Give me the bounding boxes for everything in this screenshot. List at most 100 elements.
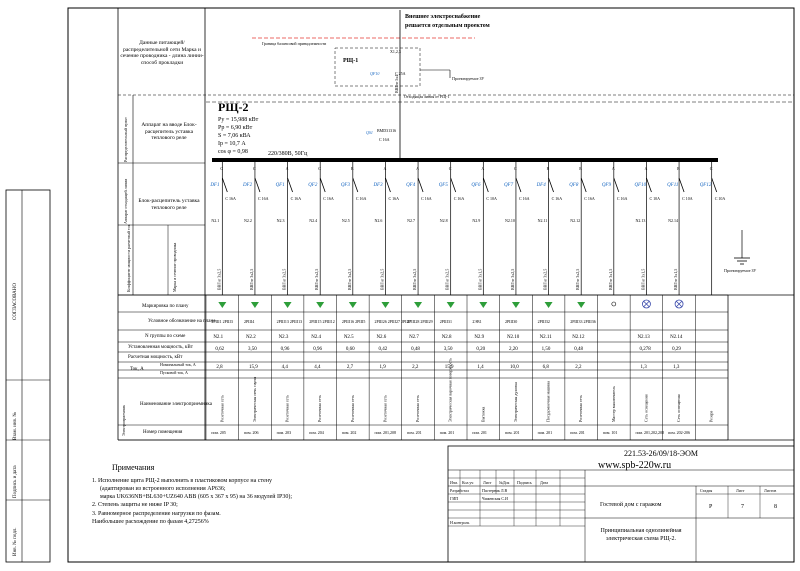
group-no: N2.7 [409,335,419,340]
th-room: Номер помещения [143,430,183,435]
line-number: N2.11 [538,218,548,223]
current-value: 15,9 [445,365,454,370]
room-number: пом. 203 [277,430,292,435]
consumer-name: Розеточная сеть [382,395,387,422]
note-1c: марка UK636NB+BL630+UZ640 ABB (605 x 367… [100,493,292,500]
notes: Примечания 1. Исполнение щита РЩ-2 выпол… [92,463,292,525]
mark-text: 2ЭВ1 [472,319,481,324]
line-number: N2.12 [570,218,580,223]
breaker-rating: С 16А [225,196,236,201]
line-number: N2.3 [277,218,285,223]
breaker-symbol [450,177,457,193]
room-number: пом. 201 [472,430,487,435]
top-cable: ВВГнг 5x4 [394,75,399,93]
power-value: 1,50 [542,347,551,352]
tb-col-izm: Изм. [450,480,458,485]
room-number: пом. 201 [440,430,455,435]
doc-code: 221.53-26/09/18-ЭОМ [624,449,698,458]
breaker-rating: С 16А [388,196,399,201]
consumer-name: Электрическая варочная поверхность [448,358,453,422]
note-1b: (адаптирован из встроенного исполнения A… [100,485,226,492]
group-no: N2.14 [670,335,683,340]
consumer-name: Розеточная сеть [317,395,322,422]
breaker-label: DF2 [242,183,253,188]
breaker-rating: С 16А [323,196,334,201]
breaker-rating: С 16А [421,196,432,201]
mark-text: 2РШ28 2РШ29 [407,319,433,324]
external-supply-1: Внешнее электроснабжение [405,13,481,20]
tb-col-data: Дата [540,480,548,485]
room-number: пом. 202 [342,430,357,435]
socket-marker [446,302,455,308]
cable-label: ВВГнг 3x2,5 [314,269,320,290]
switch-marker [611,301,617,307]
phase-label: B [547,166,550,171]
power-value: 3,50 [444,347,453,352]
breaker-symbol [580,177,587,193]
power-value: 0,29 [672,347,681,352]
th-nominal: Номинальный ток, А [160,362,196,368]
mark-text: 2РШ16 2РШ5 [342,319,366,324]
stamp-soglas: СОГЛАСОВАНО [13,283,18,320]
bus-label: 220/380В, 50Гц [268,151,308,157]
breaker-symbol [646,177,652,193]
breaker-symbol [548,177,554,193]
phase-label: C [253,166,256,171]
group-no: N2.8 [442,335,452,340]
current-value: 4,4 [282,365,289,370]
breaker-label: DF3 [372,183,383,188]
room-number: пом. 101 [603,430,618,435]
boundary-label: Граница балансовой принадлежности [262,41,327,46]
socket-marker [250,302,259,308]
breaker-label: QF12 [700,183,712,188]
note-2: 2. Степень защиты не ниже IP 30; [92,502,178,508]
breaker-label: QF5 [439,183,449,188]
mark-text: 2РШ4 [244,319,254,324]
header-row4-rot2: Марка и сечение проводника [172,242,177,292]
note-4: Наибольшее расхождение по фазам 4,27256% [92,518,209,525]
socket-marker [479,302,488,308]
socket-marker [381,302,390,308]
lamp-cross [643,300,650,308]
tb-sheet: 7 [741,504,744,510]
header-row3: Блок-расцепитель уставка теплового реле [138,198,200,211]
mark-text: 2РШ33 2РШ36 [570,319,596,324]
current-value: 1,3 [640,365,647,370]
cable-label: ВВГнг 3x2,5 [249,269,255,290]
current-value: 1,4 [477,365,484,370]
breaker-symbol [613,177,620,193]
th-power: Установленная мощность, кВт [128,345,194,350]
power-value: 0,278 [639,347,651,352]
breaker-rating: С 10А [715,196,726,201]
qf10-top-rating: С 25А [395,71,406,76]
tb-role-4: Н.контроль [450,520,470,525]
socket-marker [414,302,423,308]
th-start: Пусковой ток, А [160,370,188,376]
tb-name-2: Чижевская С.И [482,496,508,501]
socket-marker [544,302,553,308]
breaker-symbol [385,177,391,193]
breaker-rating: С 16А [617,196,628,201]
line-number: N2.4 [309,218,317,223]
panel-name: РЩ-2 [218,100,249,114]
cable-label: ВВГнг 3x1,5 [477,269,483,290]
group-no: N2.1 [213,335,223,340]
power-value: 0,96 [281,347,290,352]
current-value: 4,4 [314,365,321,370]
power-value: 0,60 [346,347,355,352]
header-row1: Данные питающей/ распределительной сети … [120,40,204,66]
th-current: Ток, А [130,367,144,372]
cable-label: ВВГнг 3x2,5 [445,269,451,290]
line-number: N2.2 [244,218,252,223]
breaker-label: QF10 [634,183,646,188]
sheet-frame [67,7,795,563]
th-symbol: Условное обозначение на плане [148,319,216,324]
consumer-name: Розеточная сеть [415,395,420,422]
group-no: N2.12 [572,335,585,340]
current-value: 1,3 [673,365,680,370]
breaker-label: QF9 [602,183,612,188]
power-value: 0,42 [378,347,387,352]
breaker-label: DF1 [209,183,219,188]
consumer-name: Электрическая печь сауны [252,376,257,422]
